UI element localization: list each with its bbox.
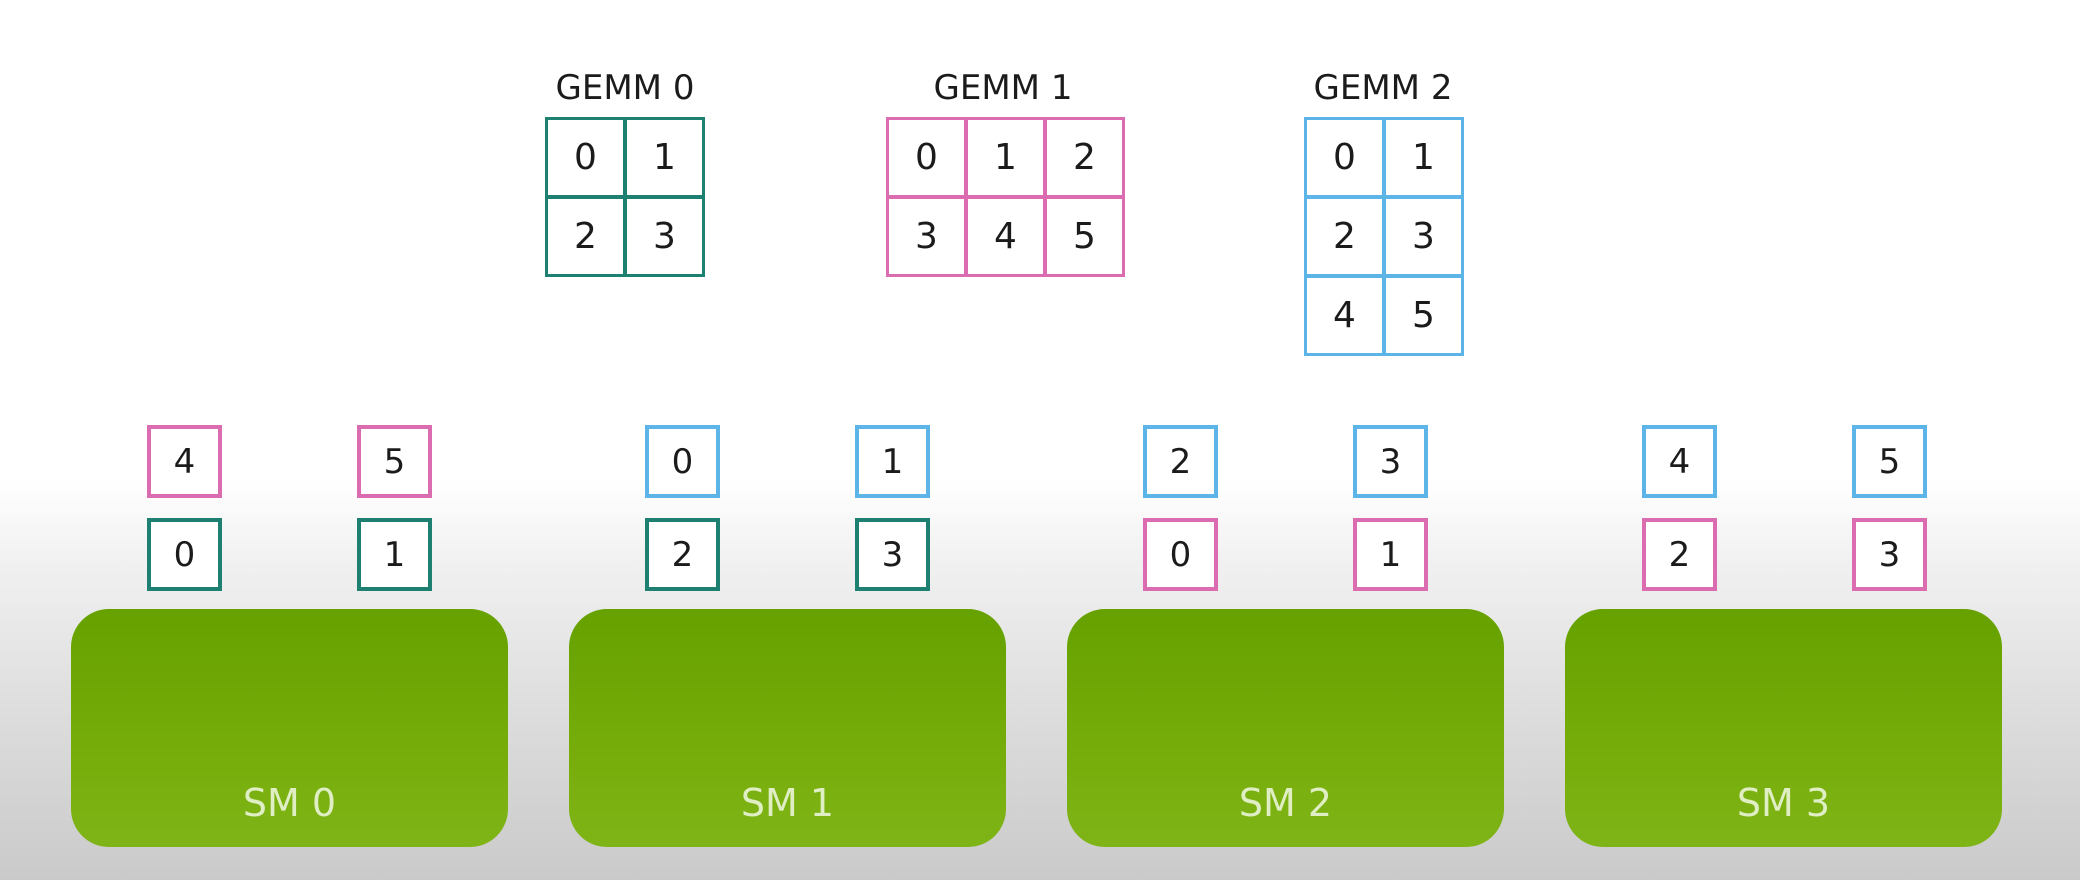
sm-2-queued-tile: 0 (1143, 518, 1218, 591)
sm-0-queued-tile: 5 (357, 425, 432, 498)
gemm-2-tile: 3 (1386, 199, 1461, 274)
sm-2-queued-tile: 1 (1353, 518, 1428, 591)
sm-3-queued-tile: 3 (1852, 518, 1927, 591)
gemm-0-tile: 2 (548, 199, 623, 274)
gemm-1-tile: 2 (1047, 120, 1122, 195)
sm-3-queued-tile: 4 (1642, 425, 1717, 498)
gemm-0-tile: 1 (627, 120, 702, 195)
sm-0-block: SM 0 (71, 609, 508, 847)
gemm-1-tile-grid: 0 1 2 3 4 5 (886, 117, 1125, 277)
gemm-2-tile: 5 (1386, 278, 1461, 353)
sm-0-queued-tile: 0 (147, 518, 222, 591)
sm-1-queued-tile: 0 (645, 425, 720, 498)
sm-1-block: SM 1 (569, 609, 1006, 847)
sm-2-queued-tile: 2 (1143, 425, 1218, 498)
gemm-1-tile: 1 (968, 120, 1043, 195)
gemm-0-title: GEMM 0 (555, 68, 695, 108)
sm-0-queued-tile: 1 (357, 518, 432, 591)
gemm-2-tile: 1 (1386, 120, 1461, 195)
sm-2-block: SM 2 (1067, 609, 1504, 847)
gemm-2-tile: 4 (1307, 278, 1382, 353)
gemm-2-tile-grid: 0 1 2 3 4 5 (1304, 117, 1464, 356)
gemm-0-tile: 3 (627, 199, 702, 274)
gemm-1-tile: 5 (1047, 199, 1122, 274)
gemm-1-tile: 0 (889, 120, 964, 195)
sm-1-label: SM 1 (740, 781, 835, 825)
sm-3-label: SM 3 (1736, 781, 1831, 825)
gemm-2-tile: 2 (1307, 199, 1382, 274)
sm-1-queued-tile: 2 (645, 518, 720, 591)
sm-1-queued-tile: 3 (855, 518, 930, 591)
gemm-1-title: GEMM 1 (933, 68, 1073, 108)
gemm-0-tile: 0 (548, 120, 623, 195)
gemm-1-tile: 4 (968, 199, 1043, 274)
sm-2-label: SM 2 (1238, 781, 1333, 825)
gemm-2-tile: 0 (1307, 120, 1382, 195)
sm-3-queued-tile: 5 (1852, 425, 1927, 498)
sm-3-queued-tile: 2 (1642, 518, 1717, 591)
gemm-2-title: GEMM 2 (1313, 68, 1453, 108)
sm-3-block: SM 3 (1565, 609, 2002, 847)
sm-0-queued-tile: 4 (147, 425, 222, 498)
sm-0-label: SM 0 (242, 781, 337, 825)
sm-2-queued-tile: 3 (1353, 425, 1428, 498)
gemm-1-tile: 3 (889, 199, 964, 274)
gemm-0-tile-grid: 0 1 2 3 (545, 117, 705, 277)
sm-1-queued-tile: 1 (855, 425, 930, 498)
